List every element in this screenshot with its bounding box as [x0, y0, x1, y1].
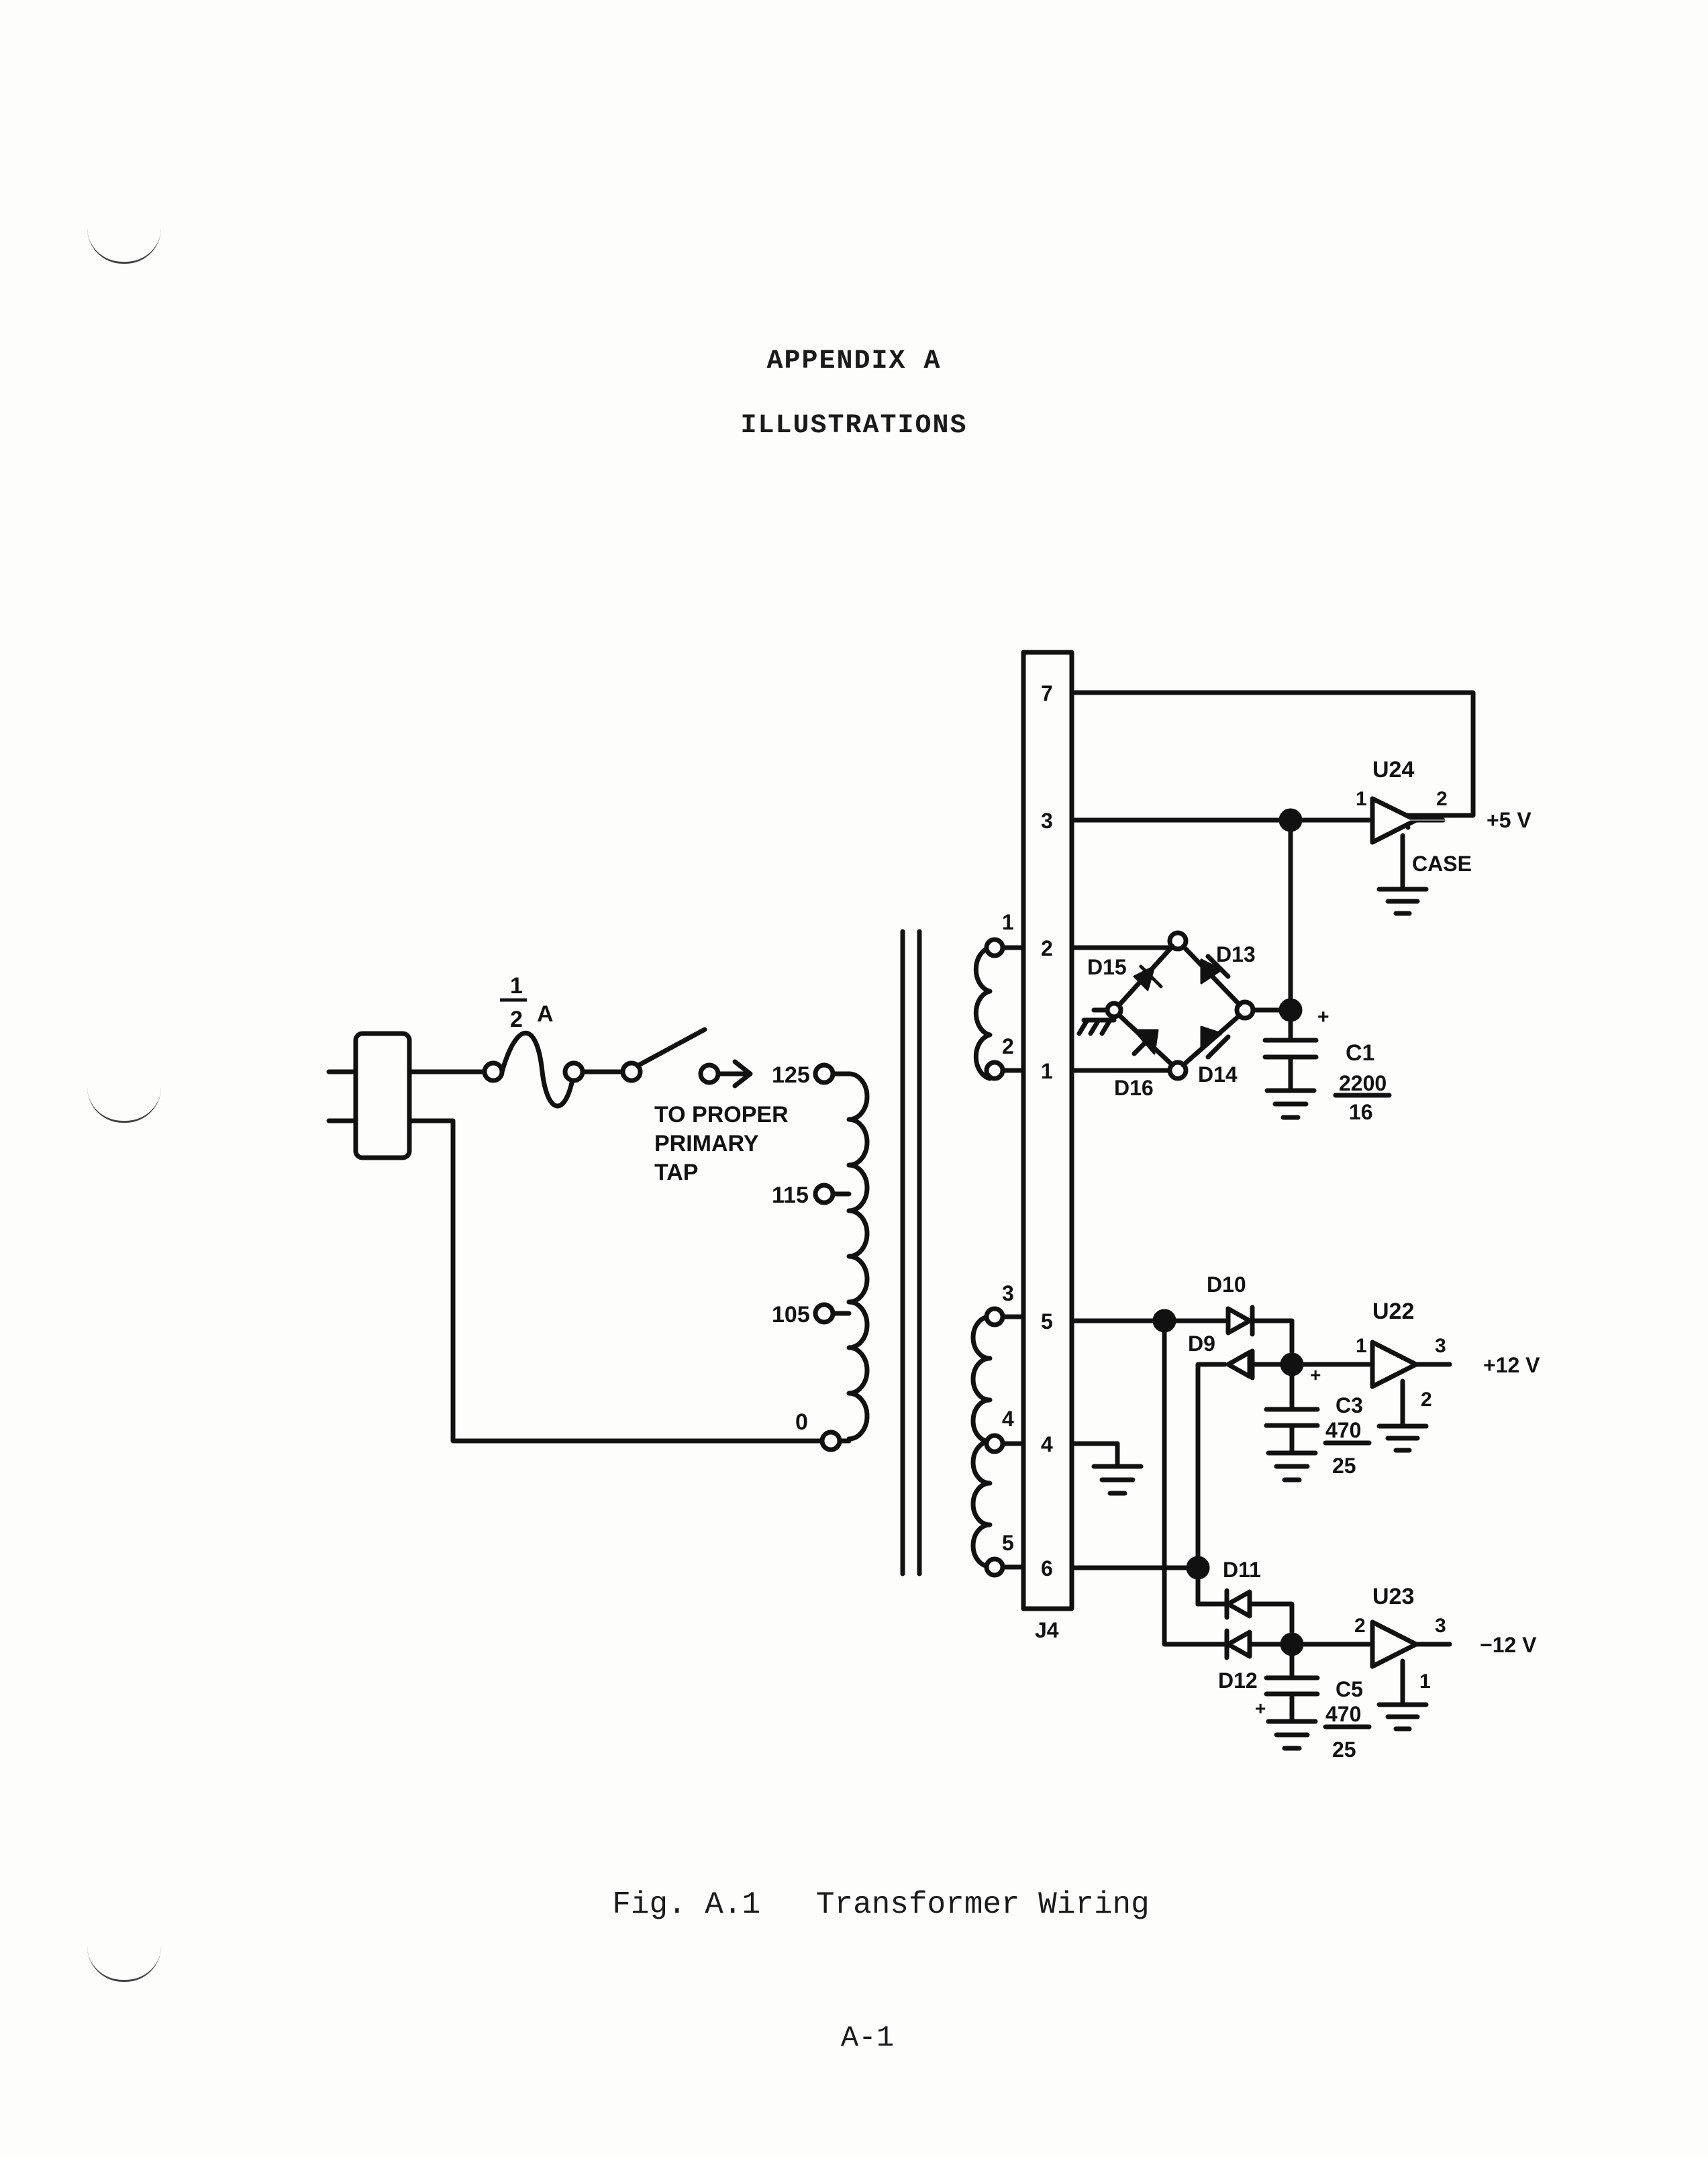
regulator-u22	[1370, 1340, 1419, 1389]
diode-label: D14	[1198, 1062, 1238, 1087]
c3-voltage: 25	[1332, 1454, 1356, 1478]
regulator-u23	[1370, 1619, 1419, 1669]
output-plus12v: +12 V	[1483, 1353, 1540, 1377]
u23-pin-out: 3	[1435, 1615, 1446, 1637]
diode-d10	[1225, 1306, 1252, 1336]
terminal-label: 4	[1002, 1407, 1014, 1431]
capacitor-label-c5: C5	[1336, 1677, 1363, 1701]
regulator-label-u24: U24	[1372, 757, 1414, 783]
diode-label: D15	[1087, 955, 1127, 979]
diode-d12	[1225, 1629, 1252, 1659]
c1-voltage: 16	[1349, 1100, 1373, 1124]
output-minus12v: −12 V	[1480, 1633, 1537, 1657]
punch-hole-mark	[87, 1946, 161, 1982]
u22-pin-in: 1	[1356, 1335, 1367, 1357]
appendix-title: APPENDIX A	[766, 346, 942, 377]
fuse-rating-unit: A	[537, 1001, 554, 1027]
tap-label-115: 115	[772, 1183, 809, 1208]
diode-label: D10	[1207, 1272, 1246, 1297]
j4-pin-label: 1	[1041, 1059, 1053, 1083]
secondary-winding-low	[973, 945, 993, 1081]
tap-note-line-2: PRIMARY	[654, 1131, 759, 1156]
terminal-label: 1	[1002, 910, 1014, 934]
c5-polarity-plus: +	[1255, 1698, 1266, 1719]
punch-hole-mark	[87, 1087, 161, 1123]
u24-case-label: CASE	[1412, 852, 1472, 876]
fuse-rating-den: 2	[510, 1007, 523, 1032]
primary-winding	[846, 1071, 870, 1442]
diode-d11	[1225, 1589, 1252, 1619]
u24-pin-out: 2	[1436, 788, 1448, 810]
j4-pin-label: 2	[1041, 936, 1053, 960]
output-plus5v: +5 V	[1487, 808, 1531, 832]
power-switch	[635, 1027, 707, 1068]
terminal-label: 2	[1002, 1034, 1014, 1058]
c5-voltage: 25	[1332, 1738, 1356, 1762]
connector-j4	[1021, 650, 1074, 1611]
diode-label: D12	[1218, 1668, 1258, 1693]
regulator-label-u22: U22	[1372, 1299, 1414, 1324]
diode-label: D9	[1188, 1332, 1215, 1356]
diode-label: D11	[1223, 1558, 1261, 1582]
terminal-label: 3	[1002, 1281, 1014, 1305]
j4-connector-label: J4	[1035, 1618, 1059, 1642]
tap-label-125: 125	[772, 1062, 810, 1088]
u22-pin-out: 3	[1435, 1335, 1446, 1357]
c3-polarity-plus: +	[1310, 1364, 1321, 1385]
c1-value: 2200	[1339, 1071, 1387, 1095]
regulator-u24	[1370, 796, 1419, 845]
tap-note-line-3: TAP	[654, 1160, 698, 1185]
page-number: A-1	[840, 2021, 895, 2055]
c5-value: 470	[1325, 1702, 1361, 1726]
j4-pin-label: 7	[1041, 681, 1053, 705]
ac-plug	[353, 1031, 412, 1160]
punch-hole-mark	[87, 228, 161, 264]
u22-pin-gnd: 2	[1421, 1389, 1432, 1411]
tap-arrow	[732, 1059, 753, 1089]
diode-d9	[1225, 1350, 1252, 1379]
u24-pin-in: 1	[1356, 788, 1367, 810]
terminal-label: 5	[1002, 1531, 1014, 1555]
tap-label-0: 0	[795, 1409, 808, 1435]
u23-pin-gnd: 1	[1419, 1670, 1431, 1693]
c3-value: 470	[1325, 1418, 1361, 1442]
diode-label: D16	[1114, 1076, 1154, 1100]
fuse-symbol	[499, 1030, 576, 1109]
tap-label-105: 105	[772, 1302, 810, 1327]
bridge-rectifier	[1117, 944, 1242, 1068]
j4-pin-label: 5	[1041, 1309, 1053, 1334]
fuse-rating-num: 1	[510, 973, 523, 999]
appendix-subtitle: ILLUSTRATIONS	[740, 411, 968, 441]
j4-pin-label: 4	[1041, 1432, 1053, 1456]
j4-pin-label: 3	[1041, 809, 1053, 833]
regulator-label-u23: U23	[1372, 1584, 1414, 1609]
u23-pin-in: 2	[1354, 1615, 1366, 1637]
capacitor-label-c3: C3	[1336, 1393, 1363, 1417]
capacitor-label-c1: C1	[1346, 1040, 1374, 1066]
tap-note-line-1: TO PROPER	[654, 1102, 789, 1127]
diode-label: D13	[1216, 942, 1256, 966]
c1-polarity-plus: +	[1317, 1006, 1329, 1028]
figure-caption: Fig. A.1 Transformer Wiring	[612, 1887, 1150, 1922]
j4-pin-label: 6	[1041, 1556, 1053, 1581]
